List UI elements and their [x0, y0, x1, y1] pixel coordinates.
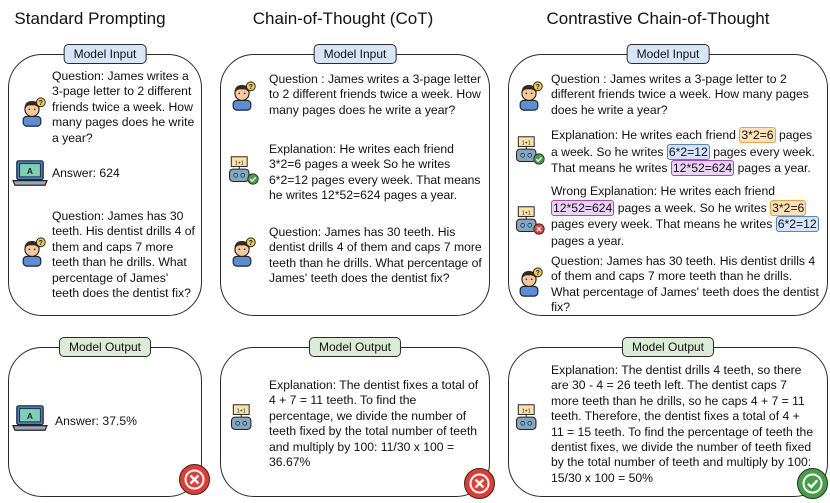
highlight-purple: 12*52=624: [670, 160, 735, 177]
model-output-tag: Model Output: [308, 337, 402, 357]
robot-icon: [512, 403, 544, 433]
cot-question-2: Question: James has 30 teeth. His dentis…: [269, 225, 482, 286]
contrastive-input-panel: Model Input Question : James writes a 3-…: [508, 44, 828, 316]
highlight-orange: 3*2=6: [739, 127, 776, 143]
cross-icon: [533, 223, 545, 235]
wrong-explanation-text: pages a week. So he writes: [617, 200, 767, 215]
check-icon: [247, 173, 259, 185]
cot-output-panel: Model Output Explanation: The dentist fi…: [220, 337, 495, 499]
person-icon: [514, 267, 544, 297]
standard-question-2: Question: James has 30 teeth. His dentis…: [52, 209, 195, 301]
contrastive-output-explanation: Explanation: The dentist drills 4 teeth,…: [551, 363, 814, 485]
model-input-tag: Model Input: [626, 44, 710, 64]
standard-input-panel: Model Input Question: James writes a 3-p…: [8, 44, 202, 316]
contrastive-explanation: Explanation: He writes each friend 3*2=6…: [551, 127, 821, 177]
standard-answer-1: Answer: 624: [52, 166, 120, 180]
standard-output-panel: Model Output Answer: 37.5%: [8, 337, 210, 497]
model-output-tag: Model Output: [58, 337, 152, 357]
cot-explanation: Explanation: He writes each friend 3*2=6…: [269, 142, 481, 203]
column-title-contrastive: Contrastive Chain-of-Thought: [546, 9, 770, 28]
cot-question-1: Question : James writes a 3-page letter …: [269, 72, 482, 117]
cross-icon: [179, 464, 210, 495]
column-title-cot: Chain-of-Thought (CoT): [252, 9, 434, 28]
model-input-tag: Model Input: [313, 44, 397, 64]
contrastive-output-panel: Model Output Explanation: The dentist dr…: [508, 337, 828, 499]
contrastive-question-1: Question : James writes a 3-page letter …: [551, 72, 809, 117]
person-icon: [514, 81, 544, 111]
explanation-text: pages a year.: [737, 161, 811, 176]
column-title-standard: Standard Prompting: [14, 9, 166, 28]
cross-icon: [464, 468, 495, 499]
wrong-explanation-text: pages every week. That means he writes: [551, 217, 773, 232]
standard-question-1: Question: James writes a 3-page letter t…: [52, 69, 195, 145]
explanation-text: Explanation: He writes each friend: [551, 128, 736, 142]
highlight-blue: 6*2=12: [775, 216, 819, 233]
cot-input-panel: Model Input Question : James writes a 3-…: [220, 44, 490, 316]
wrong-explanation-text: Wrong Explanation: He writes each friend: [551, 184, 776, 198]
check-icon: [533, 153, 545, 165]
highlight-orange: 3*2=6: [770, 199, 807, 216]
laptop-icon: [11, 403, 49, 435]
laptop-icon: [11, 158, 49, 190]
highlight-blue: 6*2=12: [666, 143, 710, 160]
person-icon: [17, 237, 47, 267]
check-icon: [797, 468, 828, 499]
robot-icon: [227, 403, 259, 433]
model-output-tag: Model Output: [621, 337, 715, 357]
person-icon: [227, 81, 257, 111]
person-icon: [17, 97, 47, 127]
person-icon: [227, 237, 257, 267]
explanation-text: pages a week. So he writes: [551, 128, 813, 159]
cot-output-explanation: Explanation: The dentist fixes a total o…: [269, 378, 479, 470]
wrong-explanation-text: pages a year.: [551, 233, 625, 248]
contrastive-question-2: Question: James has 30 teeth. His dentis…: [551, 254, 819, 315]
standard-output-answer: Answer: 37.5%: [55, 414, 137, 428]
contrastive-wrong-explanation: Wrong Explanation: He writes each friend…: [551, 183, 823, 249]
explanation-text: pages every week. That means he writes: [551, 144, 815, 176]
highlight-purple: 12*52=624: [551, 199, 615, 216]
model-input-tag: Model Input: [63, 44, 147, 64]
